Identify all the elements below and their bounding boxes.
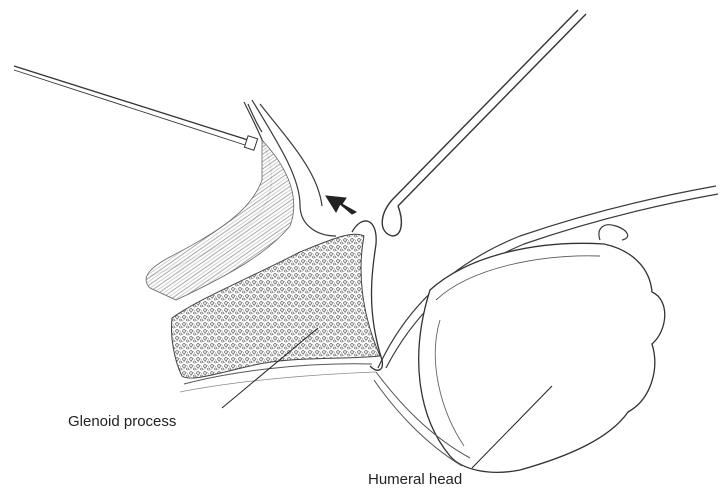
glenoid-process-label: Glenoid process: [68, 413, 176, 430]
humeral-head: [419, 243, 665, 472]
direction-arrow: [326, 196, 356, 214]
instrument-probe: [382, 10, 586, 236]
humeral-head-label: Humeral head: [368, 471, 462, 488]
probe-needle: [14, 66, 258, 150]
